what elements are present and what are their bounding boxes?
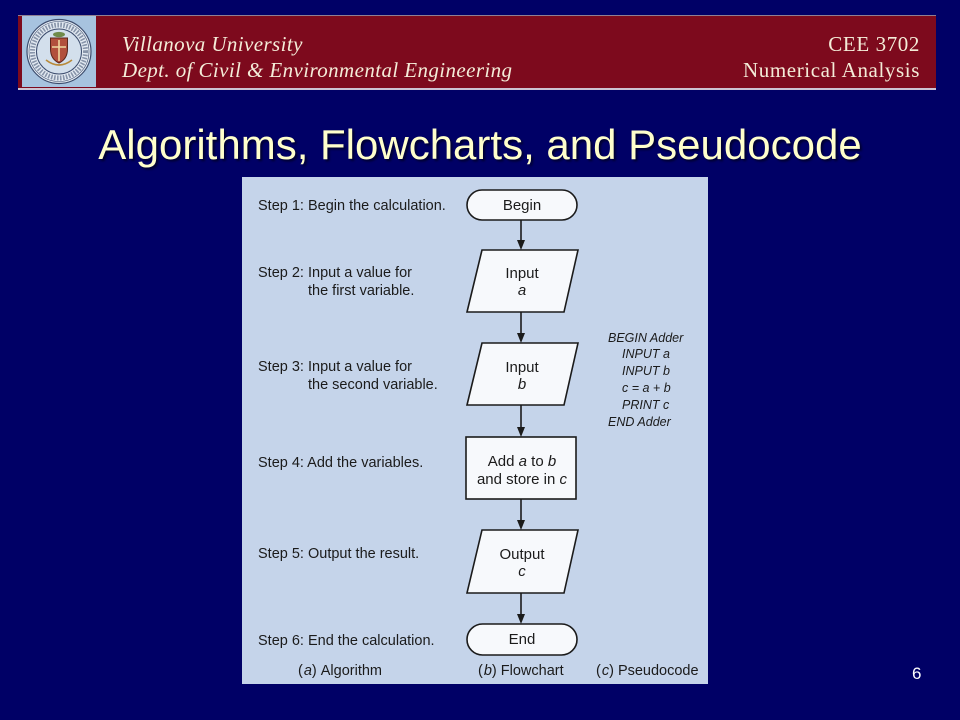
header-bar: Villanova University Dept. of Civil & En…: [18, 15, 936, 90]
input-a-label: Input: [505, 265, 539, 282]
flow-arrow: [517, 593, 525, 624]
pseudocode-line-2: INPUT a: [622, 347, 670, 361]
caption-flowchart: (b)Flowchart: [478, 663, 564, 679]
algorithm-column: Step 1: Begin the calculation. Step 2: I…: [258, 198, 446, 649]
flowchart-column: Begin Input a Input b: [465, 189, 580, 656]
figure-canvas: Step 1: Begin the calculation. Step 2: I…: [258, 189, 699, 679]
input-a-variable: a: [518, 282, 526, 299]
slide-title: Algorithms, Flowcharts, and Pseudocode: [98, 121, 862, 168]
input-b-label: Input: [505, 359, 539, 376]
algorithm-step-3-line-2: the second variable.: [308, 377, 438, 393]
pseudocode-line-1: BEGIN Adder: [608, 331, 684, 345]
pseudocode-column: BEGIN Adder INPUT a INPUT b c = a + b PR…: [608, 331, 684, 429]
caption-algorithm: (a)Algorithm: [298, 663, 382, 679]
algorithm-step-6: Step 6: End the calculation.: [258, 633, 435, 649]
algorithm-step-2-line-2: the first variable.: [308, 283, 414, 299]
university-name: Villanova University: [122, 32, 303, 56]
end-terminal: [466, 623, 578, 656]
flow-arrow: [517, 499, 525, 530]
department-name: Dept. of Civil & Environmental Engineeri…: [122, 58, 513, 82]
algorithm-step-2: Step 2: Input a value for: [258, 265, 412, 281]
add-process-box: [465, 436, 577, 500]
output-c-label: Output: [499, 546, 545, 563]
begin-label: Begin: [503, 197, 541, 214]
algorithm-flowchart-pseudocode-figure: Step 1: Begin the calculation. Step 2: I…: [242, 177, 708, 684]
algorithm-step-3: Step 3: Input a value for: [258, 359, 412, 375]
flow-arrow: [517, 220, 525, 250]
input-a-parallelogram: [465, 249, 580, 313]
begin-terminal: [466, 189, 578, 221]
output-c-variable: c: [518, 563, 526, 580]
university-logo: [22, 16, 96, 87]
figure-captions: (a)Algorithm (b)Flowchart (c)Pseudocode: [298, 663, 699, 679]
pseudocode-line-6: END Adder: [608, 415, 672, 429]
algorithm-step-5: Step 5: Output the result.: [258, 546, 419, 562]
algorithm-step-1: Step 1: Begin the calculation.: [258, 198, 446, 214]
flow-arrow: [517, 405, 525, 437]
input-b-variable: b: [518, 376, 526, 393]
pseudocode-line-3: INPUT b: [622, 364, 670, 378]
course-code: CEE 3702: [828, 32, 920, 56]
flow-arrow: [517, 312, 525, 343]
output-c-parallelogram: [465, 529, 579, 594]
page-number: 6: [912, 664, 922, 683]
course-name: Numerical Analysis: [742, 58, 920, 82]
university-seal-icon: [26, 18, 92, 85]
input-b-parallelogram: [465, 342, 580, 406]
process-label-line-1: Add a to b: [488, 453, 556, 470]
caption-pseudocode: (c)Pseudocode: [596, 663, 699, 679]
algorithm-step-4: Step 4: Add the variables.: [258, 455, 423, 471]
pseudocode-line-5: PRINT c: [622, 398, 670, 412]
pseudocode-line-4: c = a + b: [622, 381, 671, 395]
end-label: End: [509, 631, 536, 648]
process-label-line-2: and store in c: [477, 471, 568, 488]
